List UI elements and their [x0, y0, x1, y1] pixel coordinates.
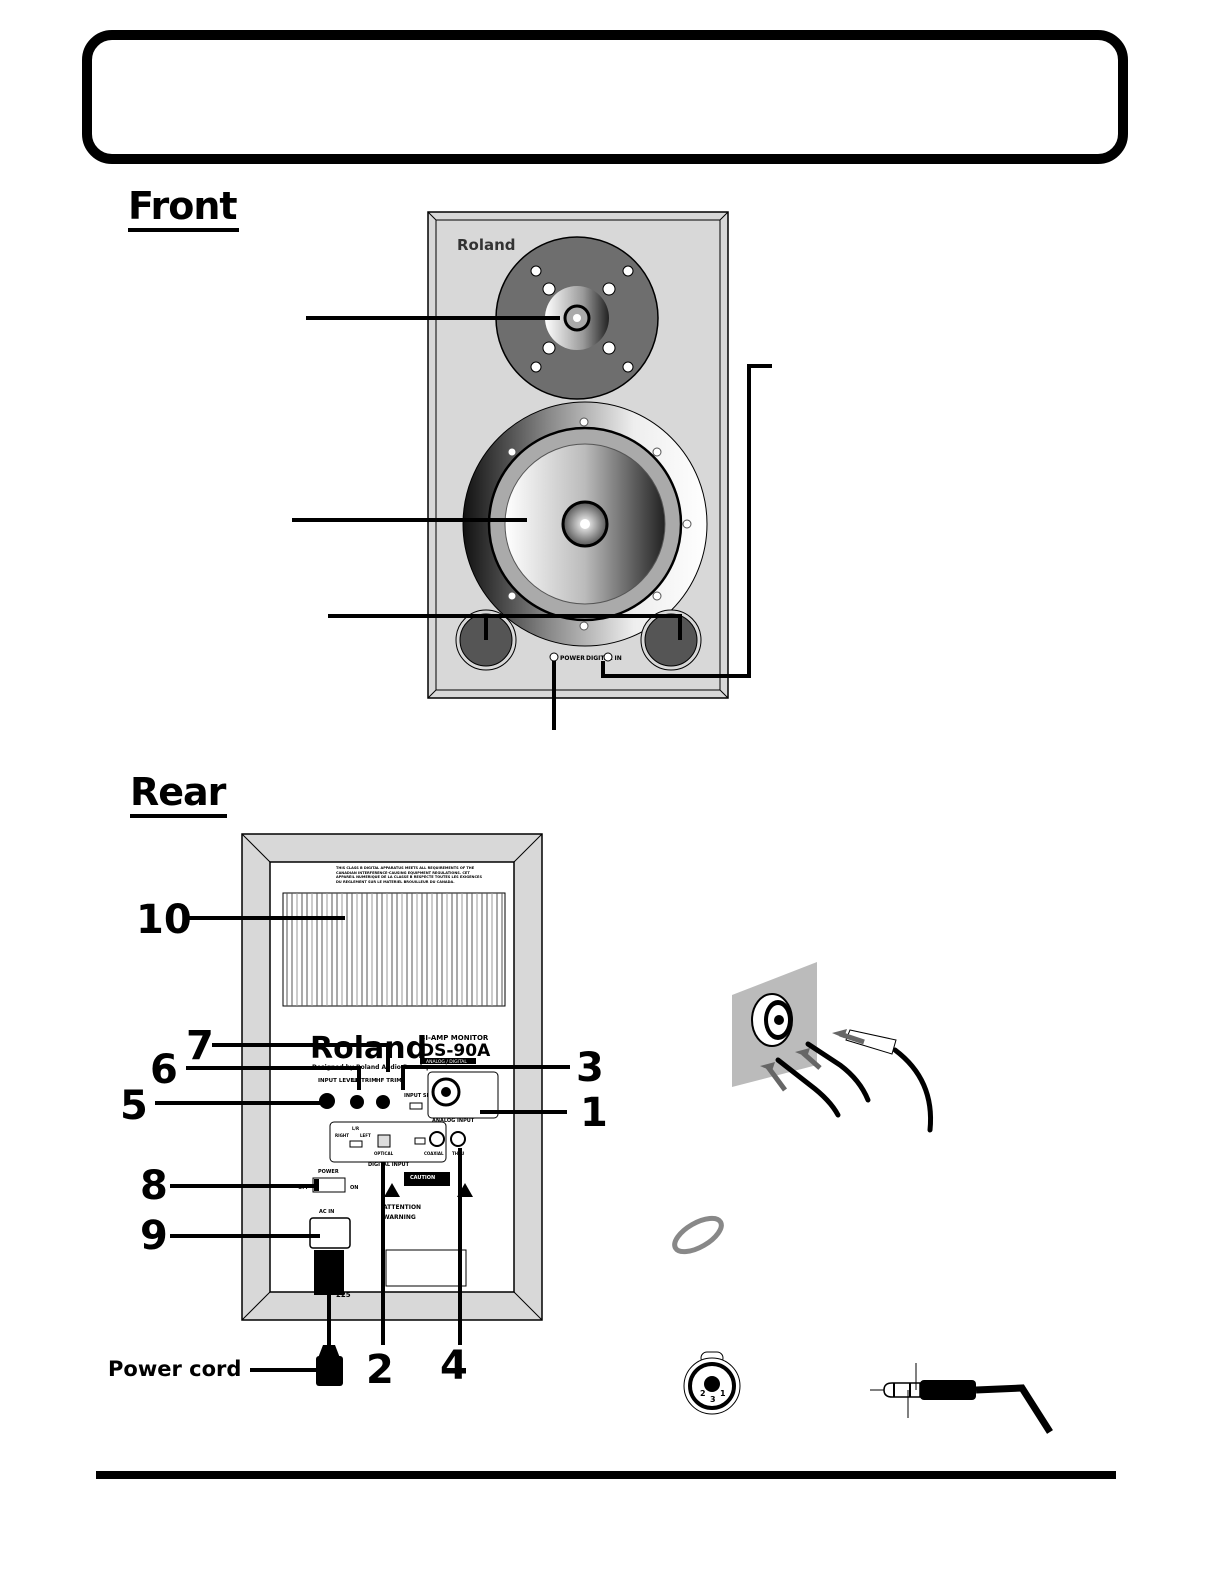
ac-inlet	[309, 1217, 351, 1249]
hf-trim-knob	[376, 1095, 390, 1109]
thru-jack	[450, 1131, 466, 1147]
rear-leader-lines	[155, 916, 570, 1372]
model-line: BI-AMP MONITOR	[420, 1034, 489, 1042]
ac-in-label: AC IN	[319, 1209, 334, 1215]
footer-rule	[96, 1471, 1116, 1479]
input-select-label: INPUT SELECT	[404, 1093, 444, 1099]
right-label: RIGHT	[335, 1133, 349, 1138]
woofer	[462, 401, 708, 647]
lf-trim-label: LF TRIM	[352, 1078, 377, 1084]
xlr-plug	[845, 1029, 897, 1055]
cables	[775, 1041, 934, 1133]
caution-label: CAUTION	[410, 1175, 435, 1181]
warning-label: WARNING	[383, 1214, 416, 1221]
rear-panel-diagram: THIS CLASS B DIGITAL APPARATUS MEETS ALL…	[155, 833, 570, 1386]
front-leader-lines	[292, 316, 772, 730]
left-label: LEFT	[360, 1133, 371, 1138]
coaxial-label: COAXIAL	[424, 1151, 444, 1156]
callout-4: 4	[440, 1343, 468, 1389]
model-sub: ANALOG / DIGITAL	[426, 1059, 467, 1065]
front-brand-logo: Roland	[457, 236, 516, 254]
tweeter	[495, 236, 659, 400]
rear-heading: Rear	[130, 772, 228, 818]
note-icon	[672, 1215, 724, 1255]
trs-plug-diagram	[870, 1363, 1053, 1434]
front-speaker-diagram: Roland POWER DIGITAL	[292, 211, 772, 730]
callout-8: 8	[140, 1163, 168, 1209]
callout-3: 3	[576, 1045, 604, 1091]
power-cord-plug	[316, 1356, 343, 1386]
power-switch-label: POWER	[318, 1169, 339, 1175]
model-name: DS-90A	[420, 1041, 491, 1061]
lr-label: L/R	[352, 1126, 359, 1131]
title-box	[82, 30, 1128, 164]
input-level-knob	[319, 1093, 335, 1109]
analog-input-label: ANALOG INPUT	[432, 1118, 475, 1124]
front-heading: Front	[128, 186, 239, 232]
insert-arrows	[760, 1029, 865, 1092]
optical-jack	[377, 1134, 391, 1148]
designed-by-text: Designed by Roland Audio Development	[312, 1064, 448, 1071]
optical-label: OPTICAL	[374, 1151, 394, 1156]
front-indicators: POWER DIGITAL IN	[549, 652, 622, 662]
connection-illustration	[732, 962, 934, 1133]
callout-5: 5	[120, 1083, 148, 1129]
coaxial-jack	[429, 1131, 445, 1147]
digital-input-label: DIGITAL INPUT	[368, 1162, 410, 1168]
pin-1: 1	[720, 1389, 726, 1398]
attention-label: ATTENTION	[383, 1204, 421, 1211]
input-level-label: INPUT LEVEL	[318, 1078, 358, 1084]
hf-trim-label: HF TRIM	[376, 1078, 402, 1084]
pin-2: 2	[700, 1389, 706, 1398]
callout-7: 7	[186, 1023, 214, 1069]
pin-3: 3	[710, 1395, 716, 1404]
canada-notice: THIS CLASS B DIGITAL APPARATUS MEETS ALL…	[336, 866, 482, 884]
heatsink	[282, 892, 506, 1007]
power-cord-label: Power cord	[108, 1357, 242, 1381]
callout-6: 6	[150, 1047, 178, 1093]
on-label: ON	[350, 1185, 358, 1191]
rear-brand-logo: Roland	[310, 1031, 427, 1066]
callout-10: 10	[136, 897, 192, 943]
combo-jack-pinout: 2 3 1	[683, 1351, 741, 1415]
power-led-label: POWER	[560, 655, 585, 662]
callout-1: 1	[580, 1090, 608, 1136]
callout-9: 9	[140, 1213, 168, 1259]
callout-2: 2	[366, 1347, 394, 1393]
lf-trim-knob	[350, 1095, 364, 1109]
